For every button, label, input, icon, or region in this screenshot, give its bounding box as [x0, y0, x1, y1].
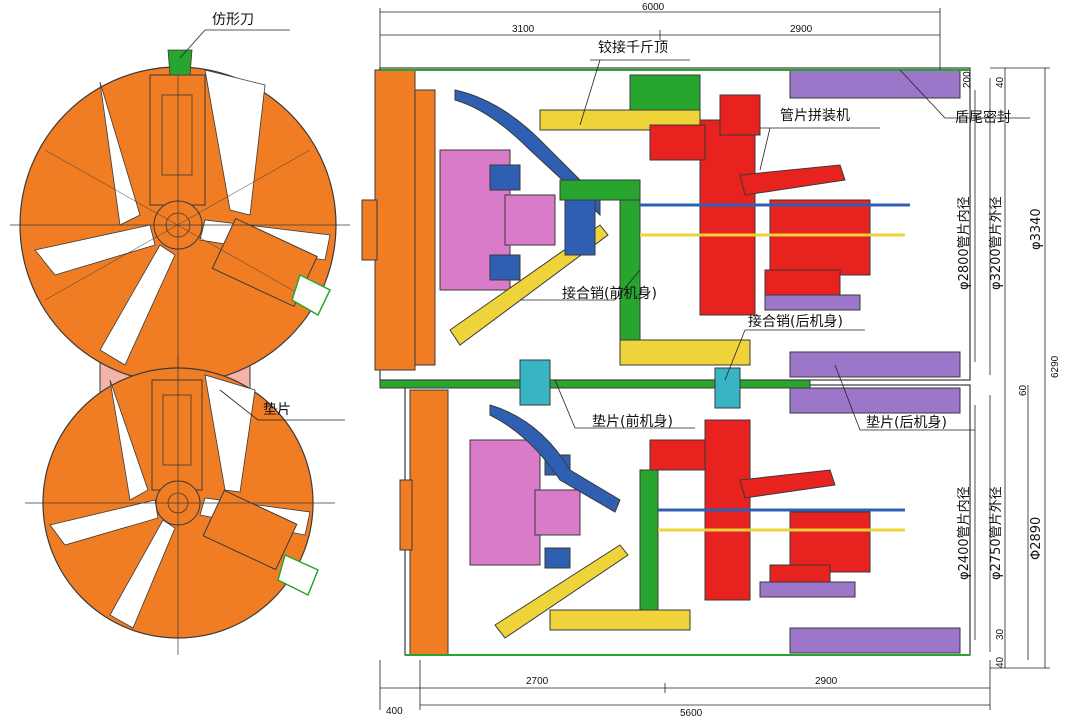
upper-cutterhead	[10, 49, 350, 395]
dim-top-left: 3100	[512, 24, 535, 35]
upper-segment-top	[789, 69, 961, 99]
vlabel-upper-inner: φ2800管片内径	[956, 196, 972, 290]
lower-cutterhead	[25, 355, 335, 655]
dim-bottom-right: 2900	[815, 676, 838, 687]
label-cutter: 仿形刀	[212, 12, 254, 28]
vlabel-lower-shell: Φ2890	[1029, 517, 1044, 560]
lower-segment-top	[789, 387, 961, 414]
label-pin-front: 接合销(前机身)	[562, 285, 657, 302]
cutter-leader	[179, 29, 206, 59]
lower-frame	[639, 469, 659, 616]
vlabel-lower-outer: φ2750管片外径	[989, 486, 1004, 580]
dim-top-total: 6000	[642, 2, 665, 13]
vlabel-lower-inner: φ2400管片内径	[956, 486, 972, 580]
dim-bottom-offset: 400	[386, 706, 403, 717]
dim-30: 30	[995, 628, 1006, 640]
dim-40-bottom: 40	[995, 656, 1006, 668]
upper-machine	[361, 69, 970, 409]
label-erector: 管片拼装机	[780, 108, 850, 124]
dim-bottom-total: 5600	[680, 708, 703, 719]
label-shim: 垫片	[263, 402, 291, 418]
upper-frame	[619, 179, 641, 351]
label-hinge-jack: 铰接千斤顶	[598, 39, 668, 56]
lower-machine	[399, 387, 970, 656]
dim-40-top: 40	[995, 76, 1006, 88]
label-tail-seal: 盾尾密封	[955, 109, 1011, 126]
dim-top-right: 2900	[790, 24, 813, 35]
label-pin-rear: 接合销(后机身)	[748, 313, 843, 330]
upper-cutterhead-side	[374, 69, 416, 371]
dim-overall-height: 6290	[1050, 355, 1061, 378]
side-view: 6000 3100 2900 2700 2900 5600 400 200 40…	[361, 2, 1061, 719]
dimensions	[379, 8, 1050, 710]
dim-60: 60	[1018, 384, 1029, 396]
upper-erector	[699, 119, 756, 316]
lower-cutterhead-side	[409, 389, 449, 656]
front-view: 仿形刀 垫片	[10, 12, 350, 655]
dim-bottom-left: 2700	[526, 676, 549, 687]
shim-leader	[219, 389, 259, 421]
label-shim-rear: 垫片(后机身)	[866, 415, 947, 431]
dim-200: 200	[962, 71, 973, 88]
vlabel-upper-shell: φ3340	[1029, 208, 1044, 250]
label-shim-front: 垫片(前机身)	[592, 413, 673, 430]
vlabel-upper-outer: φ3200管片外径	[989, 196, 1004, 290]
lower-main-drive	[469, 439, 541, 566]
